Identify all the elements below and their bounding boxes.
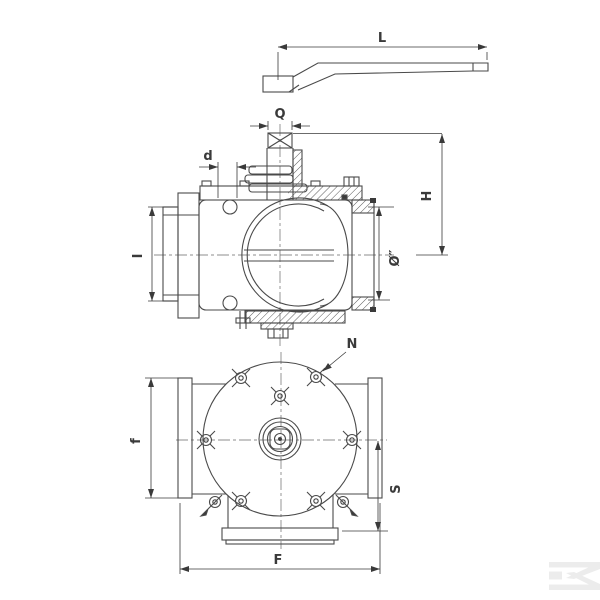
flange-bolts [196, 367, 362, 517]
dim-H [293, 133, 448, 256]
dim-d [199, 162, 256, 198]
bonnet-plate [199, 176, 363, 201]
dim-diameter [368, 206, 394, 301]
dim-label-d: d [203, 149, 212, 164]
left-flange-section [162, 192, 200, 319]
dim-F [179, 503, 381, 574]
section-centerlines [154, 124, 394, 348]
valve-front-view: N f S F [129, 337, 404, 574]
dim-label-L: L [378, 31, 386, 46]
label-N-leader [322, 351, 347, 372]
dim-label-N: N [347, 337, 358, 352]
stem-square-drive [267, 132, 293, 149]
center-boss [258, 417, 302, 461]
bottom-port-front [221, 495, 339, 545]
right-flange-front [335, 377, 383, 499]
corner-lug-bolt-right [335, 494, 359, 517]
dim-label-F: F [274, 553, 283, 568]
dim-label-f: f [129, 438, 144, 444]
body-bottom-bolt [235, 311, 251, 329]
left-flange-front [177, 377, 226, 499]
lever-arm [292, 62, 489, 91]
dim-label-Q: Q [274, 107, 285, 122]
lever-top-view [262, 62, 489, 93]
dim-f [145, 377, 178, 499]
dim-label-diameter: Ø″ [388, 249, 403, 266]
dim-label-H: H [420, 191, 435, 202]
k-logo-watermark-icon [549, 562, 600, 590]
dim-Q [250, 121, 310, 130]
dim-label-I: I [131, 254, 146, 259]
valve-section-view: Q d H I Ø″ [131, 107, 448, 348]
front-centerlines [176, 352, 387, 549]
bottom-plate [244, 310, 346, 339]
dim-S [342, 441, 388, 532]
dim-label-S: S [389, 484, 404, 493]
corner-lug-bolt-left [199, 494, 223, 517]
dim-I [148, 206, 177, 302]
dim-L [277, 44, 488, 80]
